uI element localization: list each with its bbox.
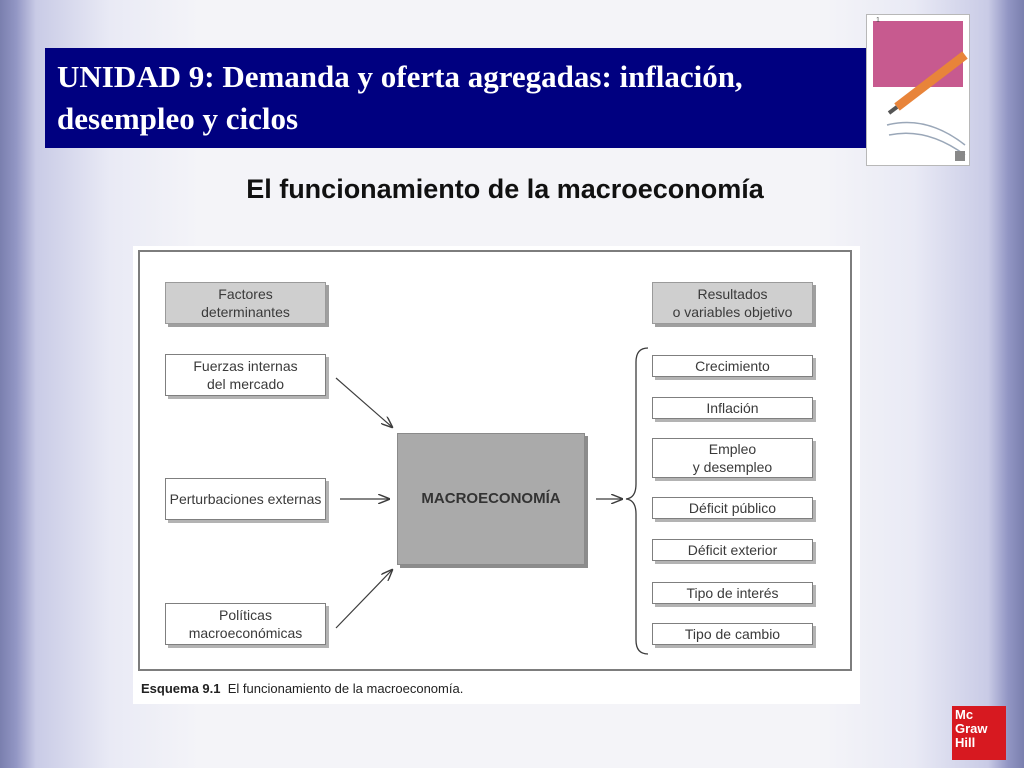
- pencil-icon: [886, 51, 968, 161]
- macroeconomia-label: MACROECONOMÍA: [421, 490, 561, 507]
- factor-politicas-line2: macroeconómicas: [188, 625, 303, 641]
- outcome-empleo-line1: Empleo: [708, 441, 757, 457]
- caption-text: El funcionamiento de la macroeconomía.: [227, 681, 464, 696]
- outcome-tipo-interes: Tipo de interés: [652, 582, 813, 604]
- factors-header: Factores determinantes: [165, 282, 326, 324]
- macroeconomia-box: MACROECONOMÍA: [397, 433, 585, 565]
- outcome-crecimiento-label: Crecimiento: [695, 358, 770, 374]
- outcome-inflacion: Inflación: [652, 397, 813, 419]
- logo-line3: Hill: [955, 735, 976, 750]
- factor-fuerzas-line2: del mercado: [206, 376, 285, 392]
- outcome-empleo: Empleo y desempleo: [652, 438, 813, 478]
- outcome-tipo-interes-label: Tipo de interés: [686, 585, 779, 601]
- mcgraw-hill-logo: Mc Graw Hill: [952, 706, 1006, 760]
- outcome-deficit-exterior: Déficit exterior: [652, 539, 813, 561]
- results-brace: [625, 347, 649, 655]
- factors-header-line2: determinantes: [201, 304, 290, 320]
- factor-fuerzas-line1: Fuerzas internas: [193, 358, 298, 374]
- scheme-caption: Esquema 9.1 El funcionamiento de la macr…: [141, 681, 463, 696]
- book-cover-band: [873, 21, 963, 87]
- results-header-line2: o variables objetivo: [672, 304, 793, 320]
- factor-politicas-line1: Políticas: [219, 607, 272, 623]
- outcome-empleo-line2: y desempleo: [692, 459, 773, 475]
- book-cover-number: 1: [876, 17, 880, 24]
- factor-politicas: Políticas macroeconómicas: [165, 603, 326, 645]
- caption-label: Esquema 9.1: [141, 681, 221, 696]
- logo-line2: Graw: [955, 721, 988, 736]
- arrow-politicas: [335, 570, 392, 629]
- logo-line1: Mc: [955, 707, 974, 722]
- factors-header-line1: Factores: [218, 286, 273, 302]
- outcome-inflacion-label: Inflación: [706, 400, 759, 416]
- outcome-deficit-publico-label: Déficit público: [688, 500, 777, 516]
- factor-perturbaciones-label: Perturbaciones externas: [169, 491, 322, 507]
- outcome-crecimiento: Crecimiento: [652, 355, 813, 377]
- slide-title: UNIDAD 9: Demanda y oferta agregadas: in…: [45, 48, 892, 148]
- book-cover-thumbnail: 1: [866, 14, 970, 166]
- results-header: Resultados o variables objetivo: [652, 282, 813, 324]
- slide-subtitle: El funcionamiento de la macroeconomía: [246, 174, 764, 204]
- outcome-deficit-publico: Déficit público: [652, 497, 813, 519]
- factor-fuerzas-internas: Fuerzas internas del mercado: [165, 354, 326, 396]
- arrow-fuerzas: [335, 377, 392, 427]
- outcome-tipo-cambio-label: Tipo de cambio: [684, 626, 781, 642]
- results-header-line1: Resultados: [697, 286, 768, 302]
- outcome-tipo-cambio: Tipo de cambio: [652, 623, 813, 645]
- outcome-deficit-exterior-label: Déficit exterior: [687, 542, 778, 558]
- factor-perturbaciones: Perturbaciones externas: [165, 478, 326, 520]
